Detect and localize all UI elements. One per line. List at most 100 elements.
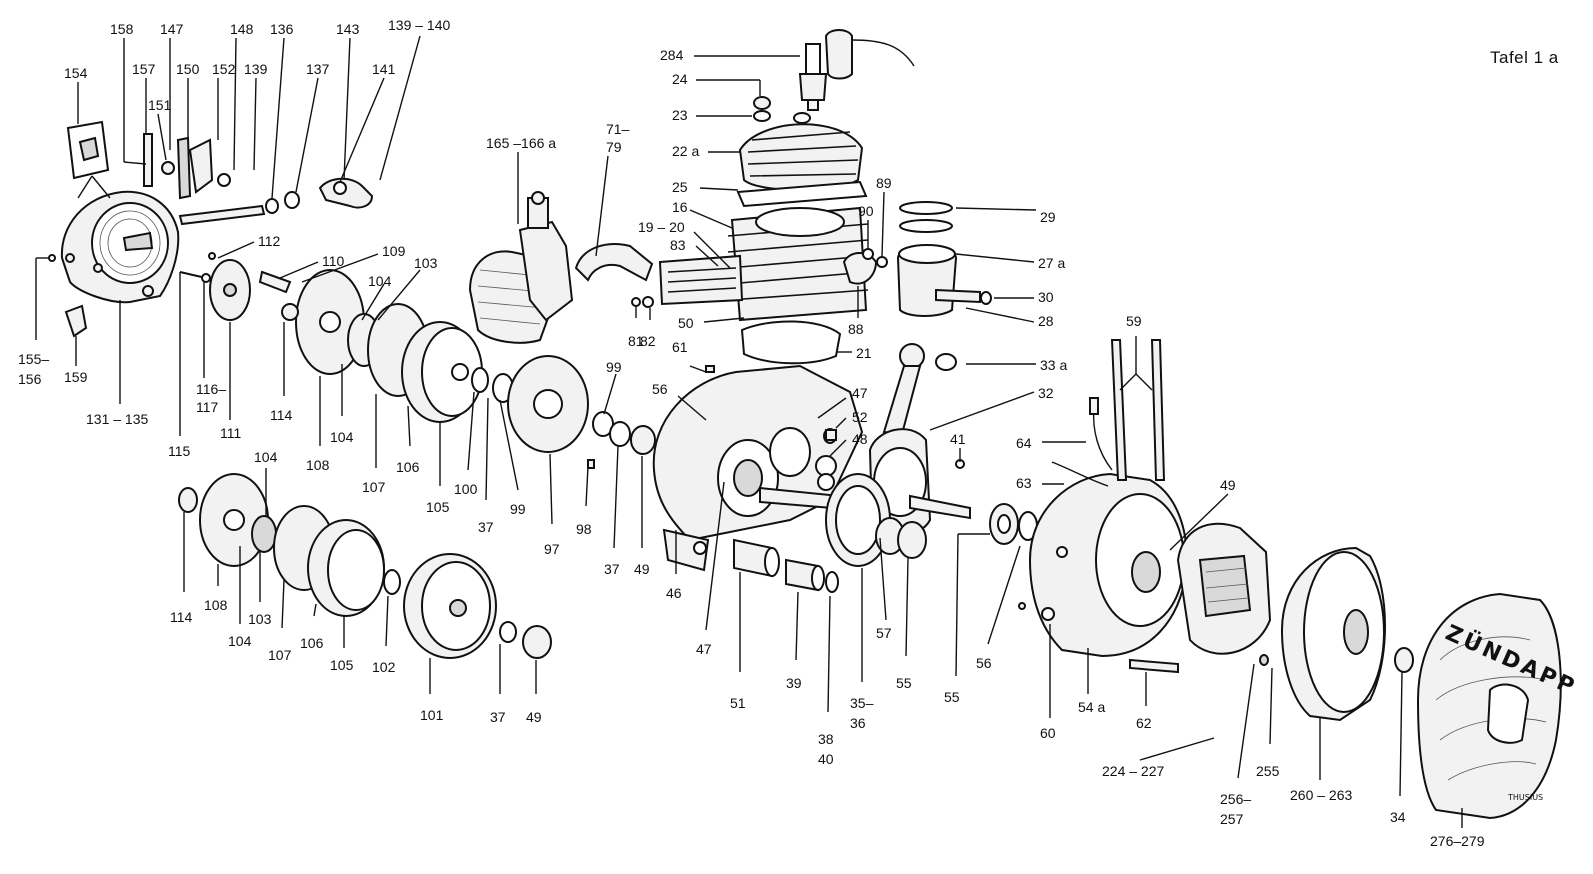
- part-label: 165 –166 a: [486, 135, 556, 151]
- part-label: 19 – 20: [638, 219, 685, 235]
- part-label: 79: [606, 139, 622, 155]
- part-label: 104: [228, 633, 252, 649]
- part-label: 256–: [1220, 791, 1251, 807]
- small-fasteners: [48, 252, 1026, 610]
- part-label: 46: [666, 585, 682, 601]
- part-label: 16: [672, 199, 688, 215]
- carburettor: [468, 191, 654, 344]
- magneto-cover: ZÜNDAPP THUSIUS: [1416, 592, 1581, 820]
- conrod: [882, 343, 957, 436]
- part-label: 41: [950, 431, 966, 447]
- part-label: 83: [670, 237, 686, 253]
- part-label: 139: [244, 61, 268, 77]
- illustrator-signature: THUSIUS: [1507, 793, 1543, 802]
- part-label: 152: [212, 61, 236, 77]
- part-label: 112: [258, 233, 281, 249]
- part-label: 60: [1040, 725, 1056, 741]
- clutch-cover: [60, 190, 180, 304]
- part-label: 131 – 135: [86, 411, 148, 427]
- kick-shaft: [143, 133, 374, 226]
- part-label: 224 – 227: [1102, 763, 1164, 779]
- part-label: 276–279: [1430, 833, 1485, 849]
- part-label: 37: [604, 561, 620, 577]
- part-label: 116–: [196, 381, 226, 397]
- part-label: 56: [976, 655, 992, 671]
- part-label: 82: [640, 333, 656, 349]
- part-label: 137: [306, 61, 330, 77]
- part-label: 49: [1220, 477, 1236, 493]
- part-label: 104: [330, 429, 354, 445]
- part-label: 88: [848, 321, 864, 337]
- part-label: 150: [176, 61, 200, 77]
- part-label: 114: [170, 609, 193, 625]
- part-label: 102: [372, 659, 396, 675]
- part-drawings: ZÜNDAPP THUSIUS: [48, 29, 1581, 820]
- part-label: 55: [944, 689, 960, 705]
- part-label: 59: [1126, 313, 1142, 329]
- part-label: 62: [1136, 715, 1152, 731]
- part-label: 106: [396, 459, 420, 475]
- part-label: 49: [526, 709, 542, 725]
- part-label: 21: [856, 345, 872, 361]
- part-label: 100: [454, 481, 478, 497]
- part-label: 110: [322, 253, 345, 269]
- part-label: 47: [852, 385, 868, 401]
- part-label: 55: [896, 675, 912, 691]
- part-label: 99: [510, 501, 526, 517]
- part-label: 51: [730, 695, 746, 711]
- part-label: 40: [818, 751, 834, 767]
- part-label: 148: [230, 21, 254, 37]
- part-label: 71–: [606, 121, 630, 137]
- part-label: 103: [248, 611, 272, 627]
- part-label: 22 a: [672, 143, 699, 159]
- part-label: 104: [254, 449, 278, 465]
- part-label: 115: [168, 443, 191, 459]
- part-label: 64: [1016, 435, 1032, 451]
- part-label: 154: [64, 65, 88, 81]
- part-label: 35–: [850, 695, 874, 711]
- part-label: 37: [478, 519, 494, 535]
- part-label: 157: [132, 61, 156, 77]
- part-label: 50: [678, 315, 694, 331]
- part-label: 90: [858, 203, 874, 219]
- flywheel: [1259, 546, 1414, 722]
- bearings-right: [989, 503, 1038, 545]
- part-label: 97: [544, 541, 560, 557]
- part-label: 104: [368, 273, 392, 289]
- part-label: 106: [300, 635, 324, 651]
- part-label: 25: [672, 179, 688, 195]
- clutch-plates-lower: [178, 473, 552, 659]
- cylinder: [658, 123, 878, 365]
- part-label: 151: [148, 97, 172, 113]
- part-label: 33 a: [1040, 357, 1067, 373]
- part-label: 63: [1016, 475, 1032, 491]
- plate-title: Tafel 1 a: [1490, 48, 1559, 67]
- part-label: 39: [786, 675, 802, 691]
- part-label: 23: [672, 107, 688, 123]
- spark-plug: [753, 29, 915, 124]
- part-label: 89: [876, 175, 892, 191]
- part-label: 24: [672, 71, 688, 87]
- part-label: 47: [696, 641, 712, 657]
- part-label: 260 – 263: [1290, 787, 1352, 803]
- part-label: 257: [1220, 811, 1244, 827]
- part-label: 109: [382, 243, 406, 259]
- part-label: 81: [628, 333, 644, 349]
- part-label: 108: [306, 457, 330, 473]
- clutch-plates-upper: [209, 259, 656, 455]
- part-label: 28: [1038, 313, 1054, 329]
- part-label: 101: [420, 707, 444, 723]
- part-label: 284: [660, 47, 684, 63]
- part-label: 36: [850, 715, 866, 731]
- part-label: 143: [336, 21, 360, 37]
- part-label: 159: [64, 369, 88, 385]
- part-label: 105: [426, 499, 450, 515]
- part-label: 139 – 140: [388, 17, 450, 33]
- part-label: 56: [652, 381, 668, 397]
- part-label: 103: [414, 255, 438, 271]
- part-label: 29: [1040, 209, 1056, 225]
- part-label: 38: [818, 731, 834, 747]
- part-label: 107: [362, 479, 386, 495]
- part-label: 158: [110, 21, 134, 37]
- part-label: 32: [1038, 385, 1054, 401]
